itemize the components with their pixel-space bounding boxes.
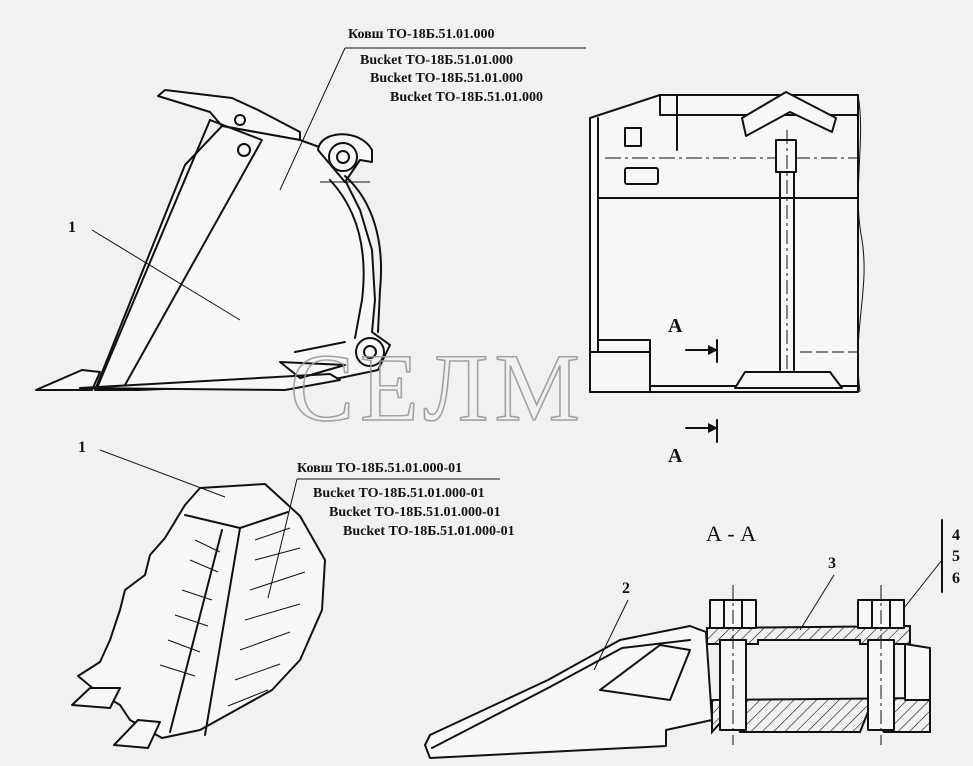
callout-tooth-leader [593,599,629,671]
callout-fastener-5: 5 [952,548,960,565]
bottom-caption-en-3: Bucket ТО-18Б.51.01.000-01 [343,524,515,539]
bottom-caption-en-2: Bucket ТО-18Б.51.01.000-01 [329,505,501,520]
top-caption-en-1: Bucket ТО-18Б.51.01.000 [360,53,513,68]
section-marker-bottom: A [668,419,718,467]
callout-side-view: 1 [68,219,76,236]
callout-fastener-4: 4 [952,527,960,544]
callout-fastener-leader [903,559,943,609]
bottom-caption-en-1: Bucket ТО-18Б.51.01.000-01 [313,486,485,501]
bottom-caption-pointer [267,478,298,599]
bucket-iso-view [71,483,326,749]
top-caption-pointer [279,47,346,191]
callout-iso-view-leader [99,449,226,498]
top-caption-ru: Ковш ТО-18Б.51.01.000 [348,27,494,42]
callout-plate: 3 [828,555,836,572]
svg-text:A: A [668,315,683,337]
section-marker-top: A [668,315,718,363]
callout-iso-view: 1 [78,439,86,456]
callout-fastener-6: 6 [952,570,960,587]
callout-side-view-leader [91,229,241,321]
bottom-caption-ru: Ковш ТО-18Б.51.01.000-01 [297,461,462,476]
svg-text:A: A [668,445,683,467]
bucket-side-view [35,89,391,391]
section-aa-view [424,585,931,759]
callout-tooth: 2 [622,580,630,597]
watermark: СЕЛМ [290,334,586,441]
top-caption-en-3: Bucket ТО-18Б.51.01.000 [390,90,543,105]
bucket-front-view [589,91,865,393]
top-caption-en-2: Bucket ТО-18Б.51.01.000 [370,71,523,86]
callout-plate-leader [799,574,835,631]
section-title: А - А [706,521,756,546]
